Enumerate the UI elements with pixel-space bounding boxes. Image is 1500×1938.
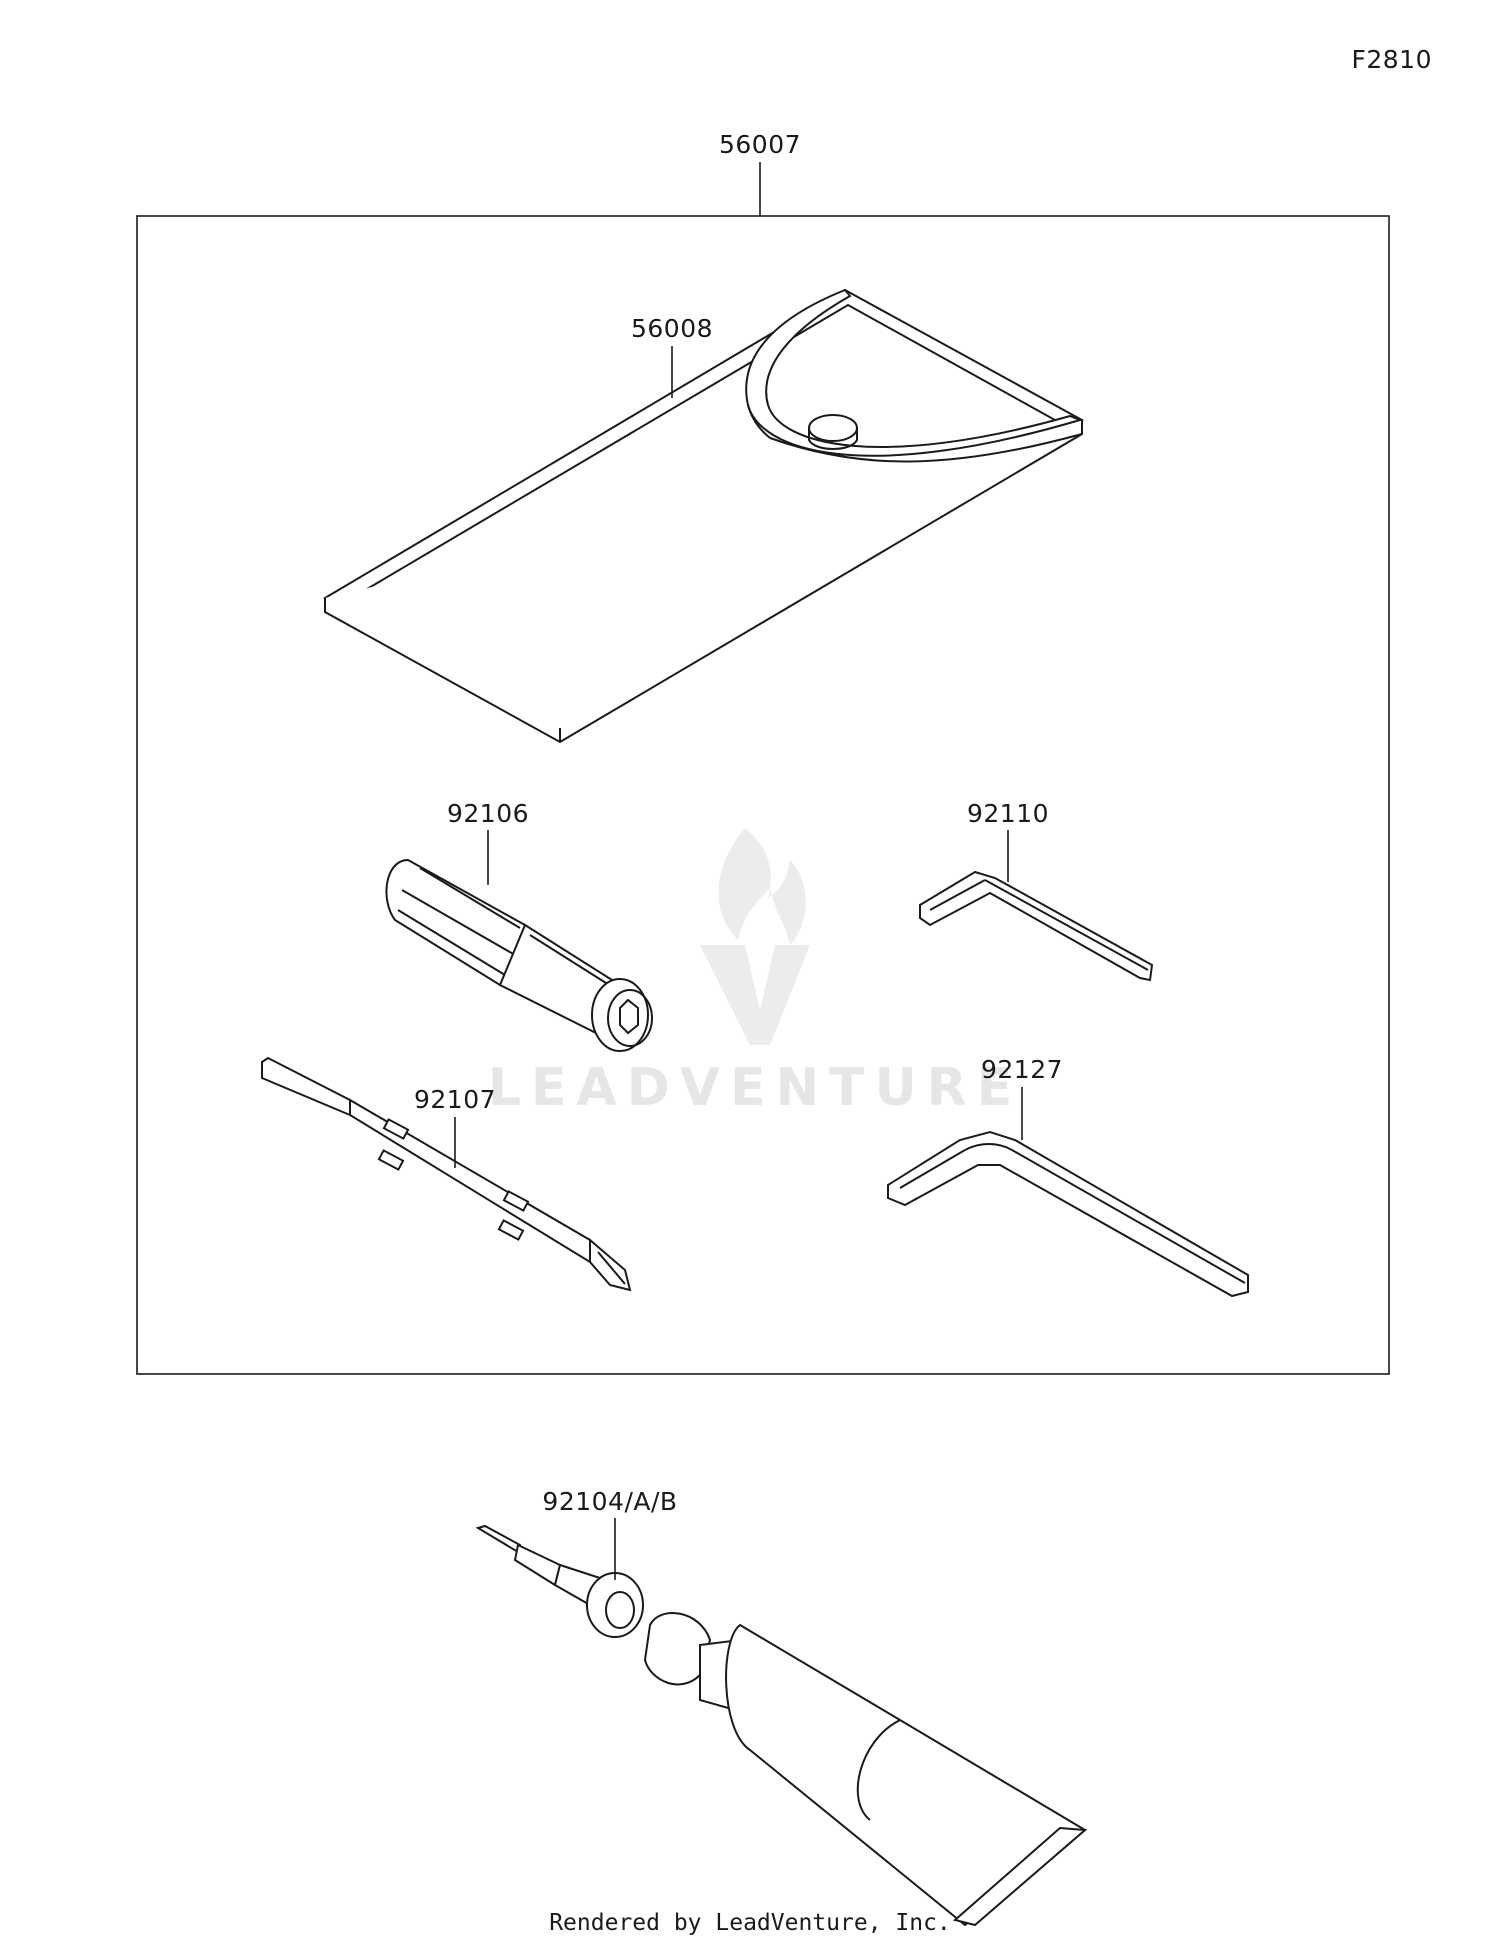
- label-pouch: 56008: [631, 314, 713, 343]
- label-hex-wrench-large: 92127: [981, 1055, 1063, 1084]
- screwdriver-bit: [261, 1056, 632, 1292]
- hex-wrench-large: [887, 1130, 1249, 1298]
- screwdriver-handle: [385, 858, 653, 1052]
- watermark-text: LEADVENTURE: [488, 1058, 1023, 1118]
- handle-socket-icon: [619, 998, 639, 1035]
- watermark: LEADVENTURE: [488, 828, 1023, 1118]
- label-kit: 56007: [719, 130, 801, 159]
- label-hex-wrench-small: 92110: [967, 799, 1049, 828]
- footer-credit: Rendered by LeadVenture, Inc.: [549, 1910, 951, 1936]
- label-screwdriver: 92107: [414, 1085, 496, 1114]
- hex-wrench-small: [919, 870, 1154, 982]
- figure-code: F2810: [1351, 45, 1432, 74]
- tool-pouch: [322, 288, 1085, 744]
- label-grease: 92104/A/B: [542, 1487, 677, 1516]
- label-handle: 92106: [447, 799, 529, 828]
- pouch-snap-button: [808, 414, 858, 442]
- watermark-logo-icon: [700, 828, 810, 1045]
- grease-tube: [475, 1524, 1088, 1927]
- kit-box: [136, 215, 1390, 1375]
